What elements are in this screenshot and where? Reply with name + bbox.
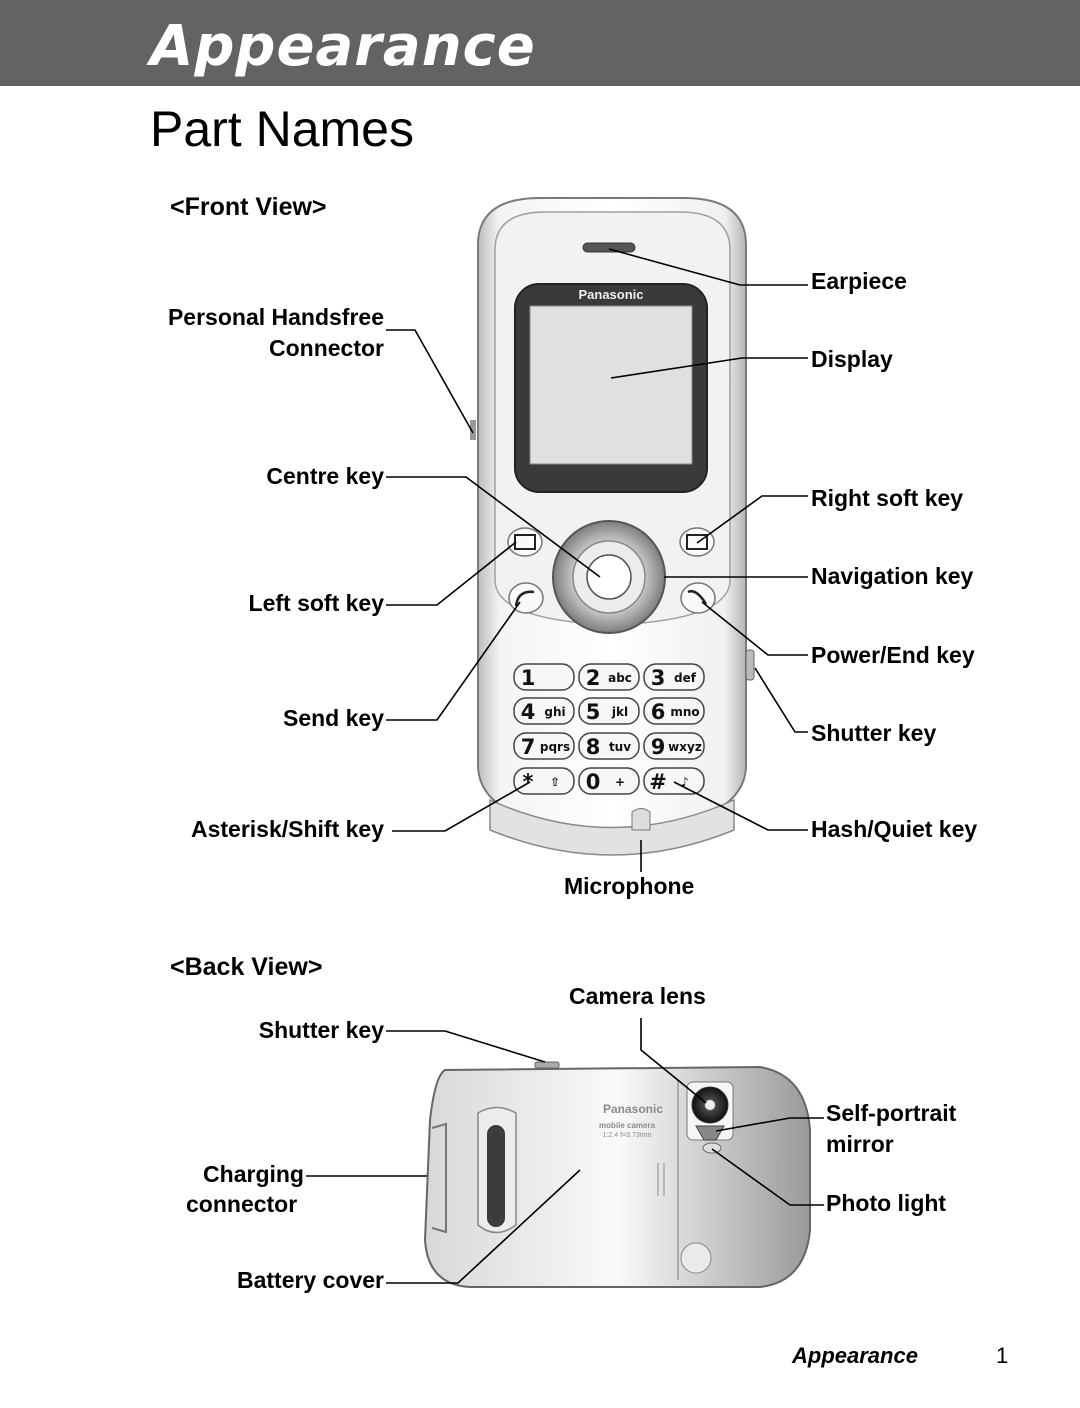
keypad-key-body bbox=[643, 663, 705, 691]
label-centre-key: Centre key bbox=[266, 463, 384, 489]
label-charging-line2: connector bbox=[186, 1191, 298, 1217]
keypad-key-number: # bbox=[649, 770, 667, 794]
keypad-key-number: 9 bbox=[651, 735, 666, 759]
page-header-title: Appearance bbox=[150, 14, 536, 79]
label-microphone: Microphone bbox=[564, 873, 695, 899]
front-brand-logo: Panasonic bbox=[578, 287, 643, 302]
keypad-key-letters: pqrs bbox=[540, 740, 570, 754]
keypad-key-number: 0 bbox=[586, 770, 601, 794]
label-battery-cover: Battery cover bbox=[236, 1267, 384, 1293]
keypad-key-body bbox=[643, 767, 705, 795]
keypad-key-body bbox=[643, 697, 705, 725]
keypad-key-9: *⇧ bbox=[513, 767, 575, 795]
keypad-key-number: 1 bbox=[521, 666, 536, 690]
keypad-key-letters: ghi bbox=[544, 705, 565, 719]
label-display: Display bbox=[811, 346, 893, 372]
back-camera-text: mobile camera bbox=[599, 1121, 656, 1130]
keypad-key-7: 8 tuv bbox=[578, 732, 640, 760]
keypad-key-11: #♪ bbox=[643, 767, 705, 795]
label-shutter-key-front: Shutter key bbox=[811, 720, 937, 746]
keypad-key-letters: def bbox=[674, 671, 697, 685]
label-handsfree-line1: Personal Handsfree bbox=[167, 304, 384, 330]
keypad-key-letters: tuv bbox=[609, 740, 631, 754]
header-bar bbox=[0, 0, 1080, 86]
keypad-key-letters: ⇧ bbox=[550, 775, 560, 789]
keypad-key-body bbox=[513, 767, 575, 795]
keypad-key-10: 0+ bbox=[578, 767, 640, 795]
callout-lines bbox=[306, 248, 824, 1284]
keypad-key-body bbox=[578, 697, 640, 725]
keypad-key-4: 5 jkl bbox=[578, 697, 640, 725]
label-charging-line1: Charging bbox=[203, 1161, 304, 1187]
label-handsfree-line2: Connector bbox=[269, 335, 384, 361]
label-right-soft-key: Right soft key bbox=[811, 485, 964, 511]
back-view-heading: <Back View> bbox=[170, 953, 323, 981]
keypad-key-body bbox=[513, 697, 575, 725]
back-lens-spec: 1:2.4 f=3.73mm bbox=[603, 1132, 652, 1139]
keypad-key-body bbox=[513, 732, 575, 760]
label-shutter-key-back: Shutter key bbox=[258, 1017, 384, 1043]
keypad-key-6: 7 pqrs bbox=[513, 732, 575, 760]
keypad-key-3: 4 ghi bbox=[513, 697, 575, 725]
page-subtitle: Part Names bbox=[150, 101, 414, 157]
front-view-heading: <Front View> bbox=[170, 193, 327, 221]
label-self-portrait-line2: mirror bbox=[826, 1131, 894, 1157]
keypad-key-number: 5 bbox=[586, 700, 601, 724]
keypad-key-number: 6 bbox=[651, 700, 666, 724]
label-send-key: Send key bbox=[283, 705, 384, 731]
back-brand-logo: Panasonic bbox=[603, 1102, 663, 1116]
keypad-key-0: 1 bbox=[513, 663, 575, 691]
keypad-key-1: 2 abc bbox=[578, 663, 640, 691]
keypad-key-number: 3 bbox=[651, 666, 666, 690]
keypad-key-5: 6 mno bbox=[643, 697, 705, 725]
keypad-key-body bbox=[578, 663, 640, 691]
label-hash-quiet-key: Hash/Quiet key bbox=[811, 816, 978, 842]
keypad-key-letters: + bbox=[615, 775, 625, 789]
keypad-key-number: 2 bbox=[586, 666, 601, 690]
keypad-key-letters: mno bbox=[670, 705, 699, 719]
footer-section-title: Appearance bbox=[792, 1343, 918, 1368]
label-navigation-key: Navigation key bbox=[811, 563, 974, 589]
label-asterisk-shift-key: Asterisk/Shift key bbox=[190, 816, 384, 842]
label-photo-light: Photo light bbox=[826, 1190, 947, 1216]
keypad-key-number: 4 bbox=[521, 700, 536, 724]
keypad-key-letters: ♪ bbox=[681, 775, 689, 789]
label-left-soft-key: Left soft key bbox=[248, 590, 384, 616]
label-earpiece: Earpiece bbox=[811, 268, 907, 294]
label-camera-lens: Camera lens bbox=[569, 983, 706, 1009]
keypad-key-letters: jkl bbox=[611, 705, 628, 719]
keypad-key-number: * bbox=[523, 770, 534, 794]
keypad-key-letters: abc bbox=[608, 671, 632, 685]
keypad-key-body bbox=[643, 732, 705, 760]
keypad-key-body bbox=[578, 732, 640, 760]
keypad-key-number: 7 bbox=[521, 735, 536, 759]
back-phone: Panasonic mobile camera 1:2.4 f=3.73mm bbox=[423, 1061, 811, 1288]
label-self-portrait-line1: Self-portrait bbox=[826, 1100, 957, 1126]
keypad-key-body bbox=[513, 663, 575, 691]
label-power-end-key: Power/End key bbox=[811, 642, 975, 668]
keypad-key-2: 3 def bbox=[643, 663, 705, 691]
keypad-key-body bbox=[578, 767, 640, 795]
footer-page-number: 1 bbox=[996, 1343, 1009, 1368]
keypad-key-letters: wxyz bbox=[668, 740, 702, 754]
keypad-key-number: 8 bbox=[586, 735, 601, 759]
